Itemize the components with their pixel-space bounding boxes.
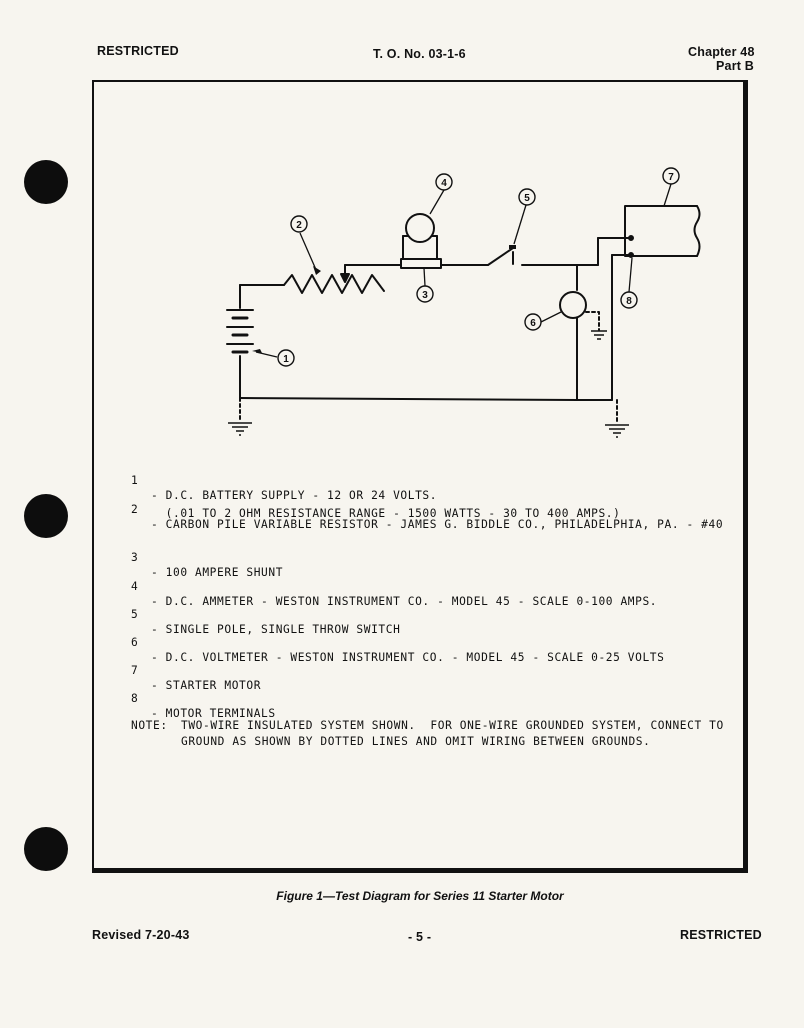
carbon-pile-resistor: [283, 274, 385, 294]
callout-4: [435, 173, 453, 191]
header-document-number: T. O. No. 03-1-6: [373, 47, 466, 61]
callout-6: [524, 313, 542, 331]
binder-hole-middle: [24, 494, 68, 538]
callout-8: [620, 291, 638, 309]
starter-motor: [624, 205, 698, 257]
footer-revision-date: Revised 7-20-43: [92, 928, 190, 942]
legend-number: 3: [131, 551, 139, 564]
callout-5: [518, 188, 536, 206]
legend-item-2: 2 - CARBON PILE VARIABLE RESISTOR - JAME…: [131, 487, 723, 547]
legend-text: - 100 AMPERE SHUNT: [151, 566, 284, 579]
callout-5-label: 5: [524, 193, 530, 204]
footer-page-number: - 5 -: [408, 930, 432, 944]
legend-item-7: 7 - STARTER MOTOR: [131, 648, 260, 693]
battery-symbol: [226, 284, 254, 399]
legend-number: 2: [131, 503, 139, 516]
legend-text: - STARTER MOTOR: [151, 679, 262, 692]
callout-3: [416, 285, 434, 303]
legend-number: 7: [131, 664, 139, 677]
binder-hole-top: [24, 160, 68, 204]
legend-text: - D.C. VOLTMETER - WESTON INSTRUMENT CO.…: [151, 651, 665, 664]
legend-text: - D.C. BATTERY SUPPLY - 12 OR 24 VOLTS.: [151, 489, 438, 502]
legend-number: 8: [131, 692, 139, 705]
voltmeter: [559, 291, 587, 319]
header-classification: RESTRICTED: [97, 44, 179, 58]
figure-frame: [92, 80, 748, 873]
callout-6-label: 6: [530, 318, 536, 329]
legend-item-1: 1 - D.C. BATTERY SUPPLY - 12 OR 24 VOLTS…: [131, 458, 436, 503]
legend-item-8: 8 - MOTOR TERMINALS: [131, 676, 275, 721]
footer-classification: RESTRICTED: [680, 928, 762, 942]
callout-2: [290, 215, 308, 233]
legend-item-3: 3 - 100 AMPERE SHUNT: [131, 535, 282, 580]
callout-4-label: 4: [441, 178, 447, 189]
note-label: NOTE:: [131, 719, 168, 732]
legend-text: - CARBON PILE VARIABLE RESISTOR - JAMES …: [151, 518, 724, 531]
header-part: Part B: [716, 59, 755, 73]
header-chapter: Chapter 48: [688, 45, 755, 59]
callout-1: [277, 349, 295, 367]
callout-3-label: 3: [422, 290, 428, 301]
legend-item-6: 6 - D.C. VOLTMETER - WESTON INSTRUMENT C…: [131, 620, 664, 665]
legend-text: - SINGLE POLE, SINGLE THROW SWITCH: [151, 623, 401, 636]
legend-number: 4: [131, 580, 139, 593]
callout-2-label: 2: [296, 220, 302, 231]
legend-number: 5: [131, 608, 139, 621]
callout-8-label: 8: [626, 296, 632, 307]
callout-7: [662, 167, 680, 185]
switch-blade: [487, 247, 514, 266]
legend-text-continued: (.01 TO 2 OHM RESISTANCE RANGE - 1500 WA…: [151, 507, 621, 520]
callout-1-label: 1: [283, 354, 289, 365]
callout-7-label: 7: [668, 172, 674, 183]
legend-item-4: 4 - D.C. AMMETER - WESTON INSTRUMENT CO.…: [131, 564, 657, 609]
legend-text: - D.C. AMMETER - WESTON INSTRUMENT CO. -…: [151, 595, 658, 608]
binder-hole-bottom: [24, 827, 68, 871]
legend-item-5: 5 - SINGLE POLE, SINGLE THROW SWITCH: [131, 592, 400, 637]
ammeter: [405, 213, 435, 243]
legend-number: 6: [131, 636, 139, 649]
figure-caption: Figure 1—Test Diagram for Series 11 Star…: [276, 889, 564, 903]
legend-text: - MOTOR TERMINALS: [151, 707, 276, 720]
note-line-1: TWO-WIRE INSULATED SYSTEM SHOWN. FOR ONE…: [181, 719, 724, 732]
ampere-shunt: [400, 258, 442, 269]
note-line-2: GROUND AS SHOWN BY DOTTED LINES AND OMIT…: [181, 735, 651, 748]
legend-number: 1: [131, 474, 139, 487]
